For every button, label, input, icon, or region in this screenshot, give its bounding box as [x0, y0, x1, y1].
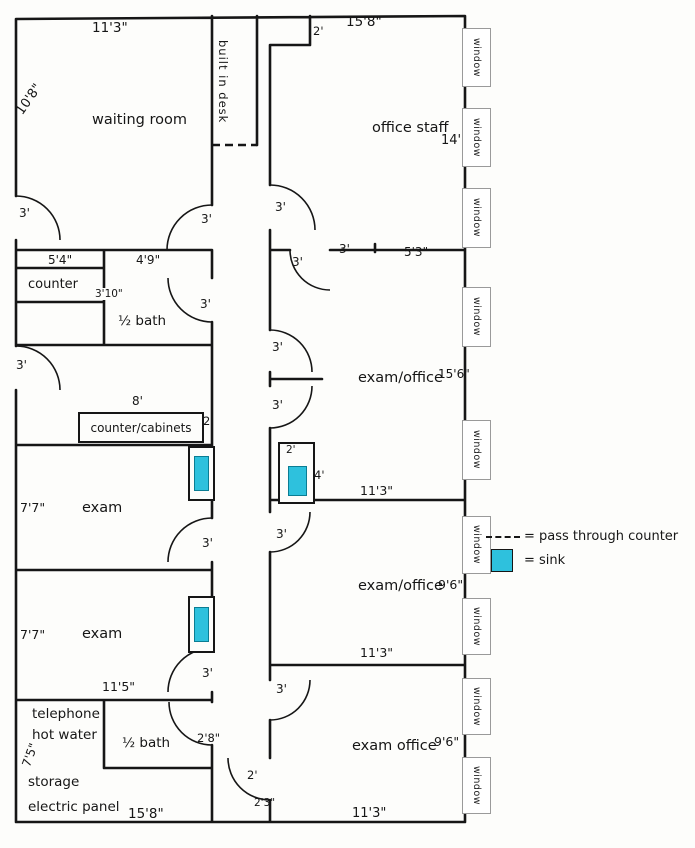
sink-icon: [288, 466, 307, 496]
room-label-hot-water: hot water: [32, 727, 97, 743]
sink-cabinet: [278, 442, 315, 504]
dim-bath-bottom-door: 2'8": [197, 731, 221, 745]
window-label: window: [471, 765, 482, 806]
dim-counter-depth: 3'10": [94, 288, 124, 300]
window-tab: window: [462, 28, 491, 87]
room-label-counter: counter: [28, 277, 79, 292]
dim-corridor-door: 2': [247, 768, 258, 782]
room-label-electric-panel: electric panel: [28, 799, 120, 815]
dim-exam-office-mid-width: 11'3": [360, 645, 394, 660]
room-label-exam-office-bottom: exam office: [352, 738, 437, 754]
dim-exam-office-bottom-height: 9'6": [434, 734, 460, 749]
window-label: window: [471, 430, 482, 470]
window-tab: window: [462, 678, 491, 735]
room-label-exam-office-top: exam/office: [358, 370, 443, 386]
dim-entry-door-mid: 3': [16, 358, 27, 372]
window-label: window: [471, 525, 482, 565]
dim-exam-2-width: 11'5": [102, 679, 136, 694]
dim-bath-top-width: 4'9": [136, 253, 161, 267]
dim-cabinets-depth: 2': [203, 414, 214, 428]
dim-entry-door-upper: 3': [19, 206, 30, 220]
room-label-telephone: telephone: [32, 706, 100, 722]
dim-exam-office-bottom-door: 3': [276, 682, 287, 696]
dim-sink-alcove-width: 2': [286, 444, 296, 456]
sink-icon: [194, 607, 209, 642]
dim-bath-top-door: 3': [200, 297, 211, 311]
room-label-exam-1: exam: [82, 500, 123, 516]
dim-bottom-width: 15'8": [128, 806, 164, 822]
counter-cabinets-box: counter/cabinets: [78, 412, 204, 443]
dim-exam-2-door: 3': [202, 666, 213, 680]
window-label: window: [471, 117, 482, 158]
window-tab: window: [462, 287, 491, 347]
dim-exam-office-top-wall: 3': [339, 242, 350, 256]
dim-office-staff-top: 15'8": [346, 14, 382, 30]
window-tab: window: [462, 757, 491, 814]
dim-exam-office-mid-door: 3': [276, 527, 287, 541]
legend-sink-swatch: [491, 549, 513, 572]
dim-waiting-left: 10'8": [13, 81, 46, 118]
room-label-exam-office-mid: exam/office: [358, 578, 443, 594]
dim-waiting-top: 11'3": [92, 20, 128, 36]
window-tab: window: [462, 188, 491, 248]
window-label: window: [471, 297, 482, 337]
dim-sink-alcove-height: 4': [314, 468, 325, 482]
dim-exam-office-mid-height: 9'6": [438, 577, 464, 592]
dim-exam-office-door-a: 3': [272, 340, 283, 354]
room-label-half-bath-bottom: ½ bath: [122, 735, 171, 751]
dim-office-staff-door: 3': [275, 200, 286, 214]
window-tab: window: [462, 598, 491, 655]
legend-pass-through-label: = pass through counter: [524, 529, 679, 544]
sink-icon: [194, 456, 209, 491]
window-label: window: [471, 686, 482, 727]
room-label-half-bath-top: ½ bath: [118, 313, 167, 329]
window-tab: window: [462, 420, 491, 480]
dim-top-jog: 2': [313, 24, 324, 38]
dim-exam-office-top-door: 3': [292, 255, 303, 269]
dim-exam-1-door: 3': [202, 536, 213, 550]
dim-exam-office-top-right: 5'3": [404, 245, 429, 259]
room-label-office-staff: office staff: [372, 120, 449, 136]
dim-exam-1-height: 7'7": [20, 500, 46, 515]
dim-exam-2-height: 7'7": [20, 627, 46, 642]
sink-cabinet: [188, 446, 215, 501]
window-tab: window: [462, 108, 491, 167]
dim-counter-width: 5'4": [48, 253, 73, 267]
dim-exam-office-bottom-width: 11'3": [352, 806, 387, 821]
room-label-storage: storage: [28, 774, 80, 790]
dim-corridor-end: 2'3": [254, 797, 276, 809]
window-label: window: [471, 198, 482, 238]
counter-cabinets-label: counter/cabinets: [90, 420, 192, 435]
window-tab: window: [462, 516, 491, 574]
room-label-exam-2: exam: [82, 626, 123, 642]
dim-waiting-room-door: 3': [201, 212, 212, 226]
legend-sink-label: = sink: [524, 553, 566, 568]
window-label: window: [471, 37, 482, 78]
room-label-waiting-room: waiting room: [92, 112, 188, 128]
window-label: window: [471, 606, 482, 647]
sink-cabinet: [188, 596, 215, 653]
dim-exam-office-door-b: 3': [272, 398, 283, 412]
dim-exam-office-top-height: 15'6": [438, 367, 470, 381]
room-label-built-in-desk: built in desk: [216, 40, 230, 124]
dim-exam-office-top-width: 11'3": [360, 483, 394, 498]
dim-cabinets-length: 8': [132, 394, 143, 408]
legend-pass-through-dash: [486, 536, 520, 538]
dim-utility-height: 7'5": [19, 741, 41, 769]
dim-office-staff-right: 14': [441, 133, 462, 148]
